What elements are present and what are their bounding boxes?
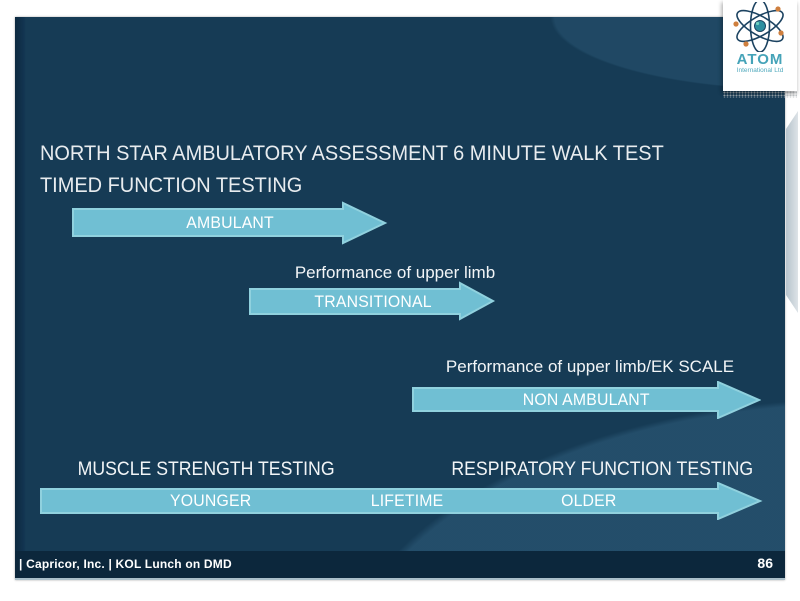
left-edge-shading	[15, 17, 26, 580]
logo-name: ATOM	[736, 51, 784, 68]
right-edge-tab	[786, 111, 798, 313]
logo-card-shadow-dots	[723, 91, 797, 98]
title-line-1-text: NORTH STAR AMBULATORY ASSESSMENT 6 MINUT…	[40, 142, 664, 165]
lifetime-segment-older: OLDER	[561, 491, 617, 510]
muscle-strength-heading: MUSCLE STRENGTH TESTING	[77, 459, 335, 480]
ambulant-arrow-label: AMBULANT	[186, 213, 274, 232]
lifetime-arrow-shape	[40, 482, 763, 520]
lifetime-segment-younger: YOUNGER	[170, 491, 252, 510]
atom-logo-card: ATOM International Ltd	[723, 0, 797, 91]
transitional-arrow-shape	[249, 281, 496, 321]
ambulant-arrow-shape	[72, 201, 388, 245]
slide-canvas: NORTH STAR AMBULATORY ASSESSMENT 6 MINUT…	[15, 17, 785, 580]
upper-limb-ek-scale-caption: Performance of upper limb/EK SCALE	[445, 357, 735, 376]
title-line-1: NORTH STAR AMBULATORY ASSESSMENT 6 MINUT…	[40, 142, 697, 166]
title-line-2-text: TIMED FUNCTION TESTING	[40, 174, 303, 197]
non-ambulant-arrow-label: NON AMBULANT	[522, 390, 650, 409]
respiratory-function-heading: RESPIRATORY FUNCTION TESTING	[451, 459, 754, 480]
transitional-arrow-label: TRANSITIONAL	[314, 292, 432, 311]
lifetime-segment-lifetime: LIFETIME	[370, 491, 444, 510]
logo-subtitle: International Ltd	[736, 67, 784, 74]
footer-band	[15, 551, 785, 578]
atom-icon	[733, 2, 784, 52]
footer-accent-line	[15, 578, 785, 580]
slide-page-number: 86	[757, 555, 773, 571]
footer-source-text: | Capricor, Inc. | KOL Lunch on DMD	[19, 557, 232, 571]
upper-limb-caption: Performance of upper limb	[294, 263, 496, 282]
title-line-2: TIMED FUNCTION TESTING	[40, 174, 316, 198]
non-ambulant-arrow-shape	[412, 381, 761, 419]
